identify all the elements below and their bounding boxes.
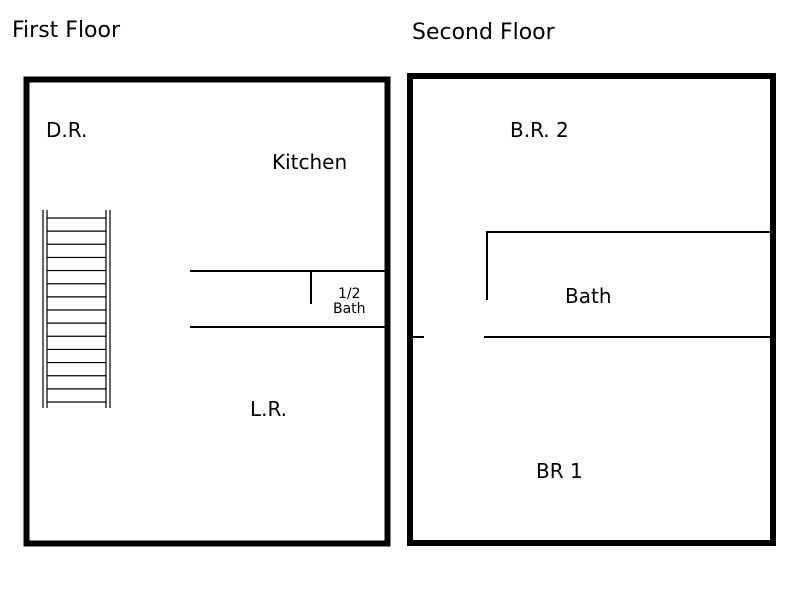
staircase xyxy=(42,210,111,408)
first-floor-plan: D.R. Kitchen 1/2 Bath L.R. xyxy=(23,76,391,547)
first-floor-title: First Floor xyxy=(12,18,121,43)
second-floor-title: Second Floor xyxy=(412,20,555,45)
second-floor-outer-wall xyxy=(407,73,776,546)
room-label-half-bath-line2: Bath xyxy=(333,301,366,317)
room-label-living: L.R. xyxy=(250,397,287,421)
second-floor-plan: B.R. 2 Bath BR 1 xyxy=(407,73,776,546)
stair-treads xyxy=(47,217,106,403)
first-floor-outer-wall xyxy=(23,76,391,547)
room-label-half-bath-line1: 1/2 xyxy=(338,286,361,302)
room-label-bedroom-2: B.R. 2 xyxy=(510,118,569,142)
room-label-kitchen: Kitchen xyxy=(272,150,347,174)
room-label-dining: D.R. xyxy=(46,118,87,142)
room-label-bedroom-1: BR 1 xyxy=(536,459,583,483)
room-label-bath: Bath xyxy=(565,284,612,308)
